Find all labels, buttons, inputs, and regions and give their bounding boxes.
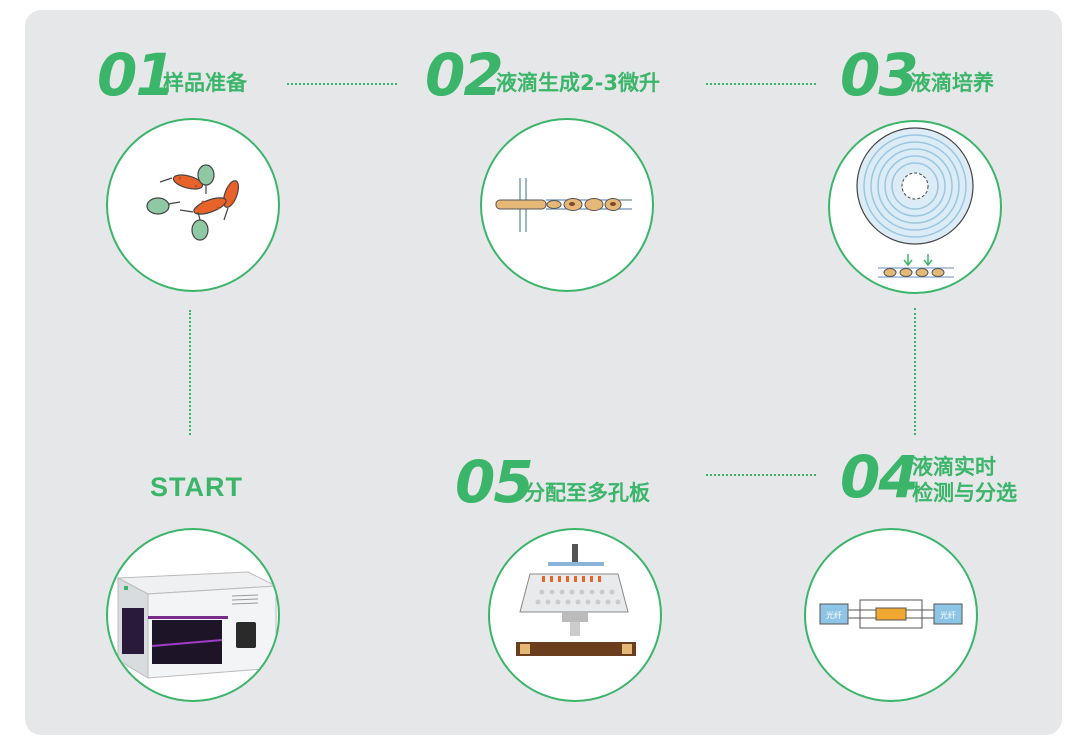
- instrument-icon: [116, 571, 278, 679]
- step-05-number: 05: [455, 448, 534, 516]
- instrument-illustration: [106, 528, 280, 702]
- droplet-incubation-illustration: [828, 120, 1002, 294]
- fiber-left-label: 光纤: [826, 610, 842, 620]
- connector-02-03: [706, 83, 816, 85]
- connector-04-05: [706, 474, 816, 476]
- detection-chip-icon: 光纤 光纤: [819, 599, 963, 629]
- connector-start-01: [189, 310, 191, 435]
- fiber-right-label: 光纤: [940, 610, 956, 620]
- step-03-label: 液滴培养: [910, 71, 994, 95]
- bacteria-icon: [146, 164, 239, 241]
- connector-03-04: [914, 308, 916, 435]
- plate-dispensing-illustration: [488, 528, 662, 702]
- detection-sorting-illustration: 光纤 光纤: [804, 528, 978, 702]
- step-01-label: 样品准备: [163, 71, 247, 95]
- step-04-label-line2: 检测与分选: [912, 481, 1017, 505]
- incubation-disc-icon: [856, 127, 974, 278]
- droplet-generation-illustration: [480, 118, 654, 292]
- step-04-number: 04: [840, 443, 919, 511]
- step-02-number: 02: [425, 41, 504, 109]
- start-label: START: [150, 472, 243, 502]
- well-plate-icon: [516, 544, 636, 656]
- step-05-label: 分配至多孔板: [524, 481, 650, 505]
- sample-prep-illustration: [106, 118, 280, 292]
- step-04-label-line1: 液滴实时: [912, 455, 996, 479]
- step-01-number: 01: [97, 41, 176, 109]
- step-02-label: 液滴生成2-3微升: [496, 71, 660, 95]
- connector-01-02: [287, 83, 397, 85]
- droplet-channel-icon: [495, 178, 632, 232]
- step-03-number: 03: [840, 41, 919, 109]
